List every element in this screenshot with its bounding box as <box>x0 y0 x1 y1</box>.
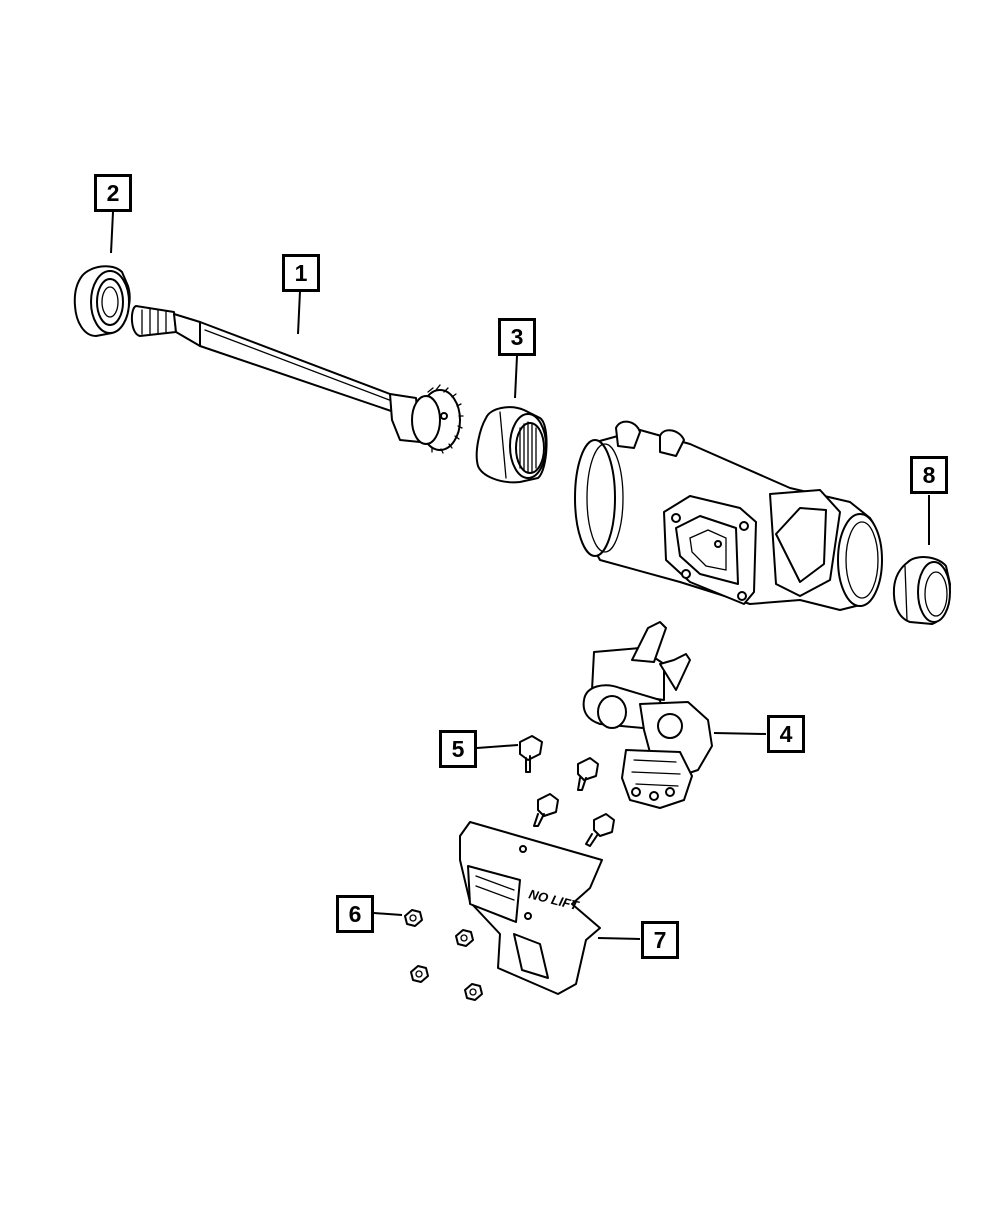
callout-4: 4 <box>767 715 805 753</box>
callout-5: 5 <box>439 730 477 768</box>
axle-housing-part <box>574 420 883 611</box>
nuts-part <box>404 909 483 1001</box>
bushing-part <box>892 556 951 625</box>
bolts-part <box>519 735 615 847</box>
actuator-part <box>582 621 713 809</box>
callout-7: 7 <box>641 921 679 959</box>
callout-8: 8 <box>910 456 948 494</box>
callout-2: 2 <box>94 174 132 212</box>
shield-part: NO LIFT <box>459 821 603 995</box>
callout-6: 6 <box>336 895 374 933</box>
seal-part <box>73 265 131 337</box>
sleeve-part <box>475 406 548 484</box>
callout-1: 1 <box>282 254 320 292</box>
callout-3: 3 <box>498 318 536 356</box>
leader-lines <box>110 211 930 940</box>
axle-shaft-part <box>130 305 464 454</box>
